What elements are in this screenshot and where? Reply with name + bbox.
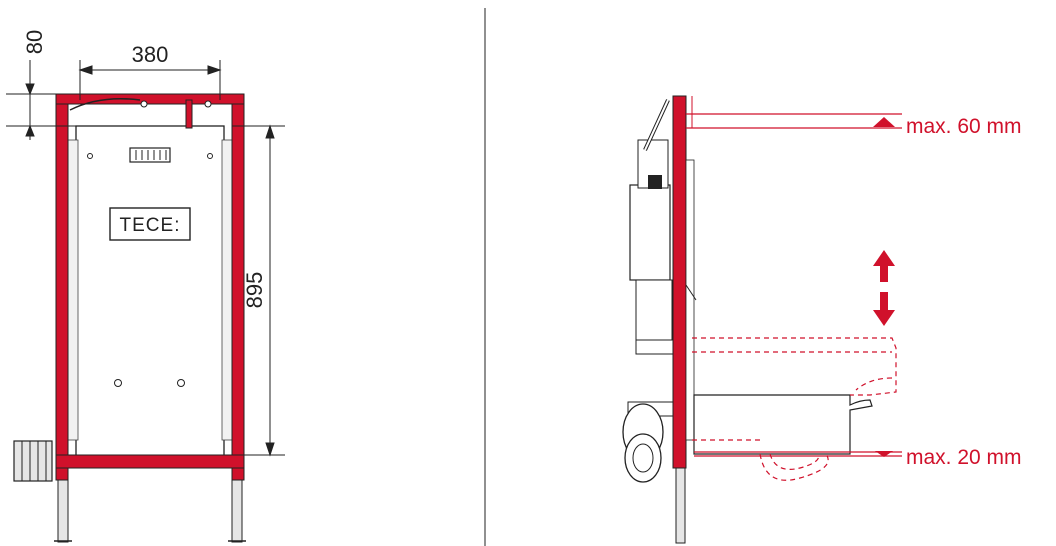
right-foot-leg — [231, 469, 243, 543]
dim-height-label: 895 — [242, 272, 267, 309]
brand-logo: TECE: — [120, 215, 181, 236]
dim-width-label: 380 — [132, 42, 169, 67]
dim-offset-label: 80 — [22, 30, 47, 54]
bottom-reference-lines — [694, 451, 902, 457]
cistern-panel — [75, 125, 225, 457]
grille-icon — [129, 147, 171, 163]
dimension-lines — [6, 60, 285, 457]
cistern-body — [629, 184, 671, 281]
double-arrow-vertical-icon — [873, 250, 895, 326]
front-view: TECE: 3 — [6, 30, 285, 543]
logo-box — [109, 207, 191, 241]
side-view: max. 60 mm max. 20 mm — [622, 95, 1022, 544]
max-top-label: max. 60 mm — [906, 115, 1022, 138]
max-bottom-label: max. 20 mm — [906, 446, 1022, 469]
top-reference-lines — [686, 96, 902, 129]
bottom-limit-marker — [875, 451, 893, 457]
top-limit-marker — [873, 117, 895, 127]
toilet-bowl — [693, 394, 873, 455]
red-frame — [55, 93, 245, 481]
ghost-toilet-position — [692, 337, 897, 481]
drain-pipe — [622, 403, 664, 483]
side-red-frame — [672, 95, 687, 469]
left-foot-leg — [57, 469, 69, 543]
